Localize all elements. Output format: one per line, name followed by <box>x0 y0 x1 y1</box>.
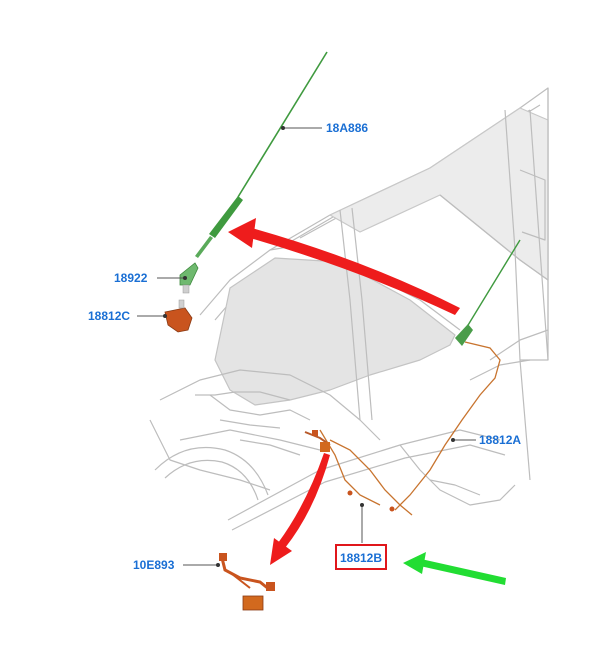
antenna-mast-part <box>195 51 328 258</box>
label-antenna-mast: 18A886 <box>326 121 368 135</box>
roof-antenna <box>455 239 521 346</box>
label-cable-highlighted: 18812B <box>340 551 382 565</box>
harness-part <box>219 553 275 611</box>
label-antenna-connector: 18812C <box>88 309 130 323</box>
vehicle-body <box>149 87 549 531</box>
leader-lines <box>137 127 476 566</box>
label-harness-part: 10E893 <box>133 558 175 572</box>
callout-box <box>335 544 387 570</box>
label-antenna-base: 18922 <box>114 271 148 285</box>
label-antenna-cable: 18812A <box>479 433 521 447</box>
arrow-left-icon <box>403 552 506 585</box>
dash-harness <box>304 430 395 512</box>
arrow-down-icon <box>270 453 330 565</box>
arrow-left-icon <box>228 218 460 315</box>
antenna-connector-part <box>164 299 193 333</box>
leader-dots <box>163 126 455 567</box>
